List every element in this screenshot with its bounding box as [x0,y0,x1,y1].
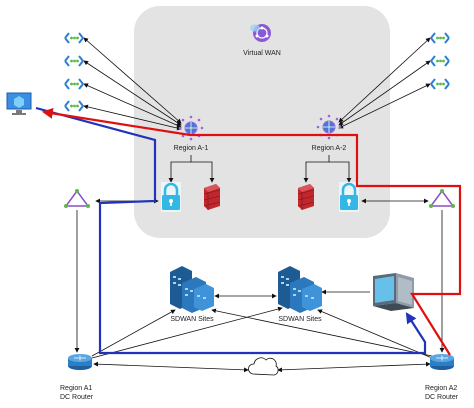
red-traffic-path [41,107,462,356]
dc-router-icon-a2 [430,354,454,370]
dc-router-label-a1-line1: Region A1 [60,385,92,392]
dc-router-label-a2-line2: DC Router [425,394,459,401]
vnet-icon [64,32,84,44]
datacenter-workstation-icon [373,273,414,311]
sdwan-sites-label-left: SDWAN Sites [170,316,214,323]
vnet-connections-right [338,37,431,129]
network-links [74,198,445,373]
virtual-wan-label: Virtual WAN [243,50,281,57]
vnet-icon [64,100,84,112]
virtual-wan-icon [250,24,271,42]
dc-router-icon-a1 [68,354,92,370]
sdwan-sites-label-right: SDWAN Sites [278,316,322,323]
sdwan-sites-icon-left [170,266,214,313]
vpn-gateway-icon-a2 [339,182,359,212]
dc-router-label-a1-line2: DC Router [60,394,94,401]
hub-internal-connections [168,155,352,183]
blue-traffic-path [35,106,427,355]
firewall-icon-a1 [203,184,221,210]
firewall-icon-a2 [297,184,315,210]
hub-label-a2: Region A-2 [312,145,347,152]
virtual-machine-icon [6,92,32,115]
vnet-icons-left [64,32,84,112]
vnet-icon [430,78,450,90]
sdwan-sites-icon-right [278,266,322,313]
dc-router-label-a2-line1: Region A2 [425,385,457,392]
sdwan-edge-icon-right [429,189,455,208]
vnet-connections-left [83,37,182,131]
hub-icon-a1 [178,115,204,141]
internet-cloud-icon [248,357,279,376]
vnet-icon [64,55,84,67]
vpn-gateway-icon-a1 [161,182,181,212]
sdwan-edge-icon-left [64,189,90,208]
vnet-icon [430,55,450,67]
vnet-icon [64,78,84,90]
virtual-wan-container [134,6,390,238]
hub-label-a1: Region A-1 [174,145,209,152]
vnet-icon [430,32,450,44]
vnet-icons-right [430,32,450,90]
